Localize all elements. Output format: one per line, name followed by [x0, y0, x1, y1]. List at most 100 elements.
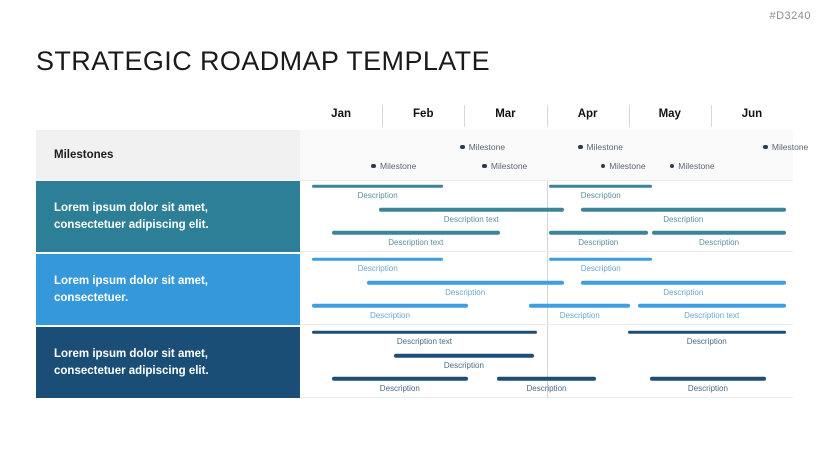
task-caption: Description: [369, 310, 410, 320]
task-bar[interactable]: Description: [548, 184, 653, 202]
task-bar-fill: [366, 280, 564, 285]
band-label-1[interactable]: Lorem ipsum dolor sit amet, consectetuer…: [36, 181, 300, 252]
task-bar[interactable]: Description: [548, 257, 653, 275]
task-bar-fill: [650, 376, 766, 381]
task-caption: Description: [379, 383, 420, 393]
task-caption: Description: [663, 214, 704, 224]
task-bar-fill: [548, 184, 653, 189]
milestone-marker[interactable]: Milestone: [482, 161, 527, 171]
milestone-label: Milestone: [678, 161, 715, 171]
task-caption: Description: [578, 237, 619, 247]
task-bar[interactable]: Description: [627, 330, 786, 348]
milestone-marker[interactable]: Milestone: [669, 161, 715, 171]
task-bar-fill: [627, 330, 786, 335]
task-bar[interactable]: Description: [312, 184, 443, 202]
milestone-label: Milestone: [379, 161, 417, 171]
task-bar[interactable]: Description: [581, 207, 786, 225]
task-bar[interactable]: Description: [529, 303, 631, 321]
month-header-jun: Jun: [710, 104, 793, 130]
milestone-marker[interactable]: Milestone: [600, 161, 646, 171]
task-caption: Description: [687, 383, 728, 393]
task-bar-fill: [548, 257, 653, 262]
task-bar[interactable]: Description: [548, 230, 648, 248]
task-bar[interactable]: Description: [312, 257, 443, 275]
task-bar-fill: [548, 230, 648, 235]
month-header-jan: Jan: [331, 108, 351, 120]
document-code: #D3240: [769, 10, 811, 22]
task-caption: Description text: [443, 214, 499, 224]
task-bar-fill: [393, 353, 535, 358]
task-caption: Description: [443, 360, 484, 370]
milestone-dot-icon: [371, 163, 376, 169]
task-bar-fill: [312, 257, 443, 262]
milestone-dot-icon: [482, 163, 487, 169]
milestone-label: Milestone: [490, 161, 528, 171]
task-bar-fill: [312, 184, 443, 189]
milestone-dot-icon: [600, 163, 606, 169]
task-bar-fill: [312, 330, 537, 335]
task-bar[interactable]: Description text: [637, 303, 786, 321]
page-title: STRATEGIC ROADMAP TEMPLATE: [36, 46, 490, 77]
band-label-3[interactable]: Lorem ipsum dolor sit amet, consectetuer…: [36, 327, 300, 398]
milestone-dot-icon: [763, 144, 768, 150]
milestone-dot-icon: [669, 163, 675, 169]
task-bar-fill: [332, 376, 468, 381]
milestones-row-label: Milestones: [36, 130, 300, 181]
task-bar-fill: [652, 230, 786, 235]
milestone-label: Milestone: [468, 142, 506, 152]
task-bar[interactable]: Description: [393, 353, 535, 371]
month-header-mar: Mar: [464, 104, 546, 130]
task-bar[interactable]: Description: [366, 280, 564, 298]
milestone-dot-icon: [460, 144, 465, 150]
task-caption: Description: [357, 264, 398, 274]
task-caption: Description: [445, 287, 486, 297]
task-bar[interactable]: Description: [650, 376, 766, 394]
task-caption: Description: [699, 237, 740, 247]
task-bar[interactable]: Description: [652, 230, 786, 248]
task-bar[interactable]: Description: [497, 376, 596, 394]
task-caption: Description: [559, 310, 600, 320]
task-bar[interactable]: Description text: [332, 230, 500, 248]
task-caption: Description: [357, 191, 398, 201]
task-caption: Description text: [396, 337, 453, 347]
milestone-label: Milestone: [609, 161, 646, 171]
milestone-marker[interactable]: Milestone: [371, 161, 416, 171]
task-bar[interactable]: Description: [312, 303, 468, 321]
milestone-dot-icon: [578, 144, 583, 150]
task-caption: Description: [580, 191, 621, 201]
task-bar-fill: [497, 376, 596, 381]
task-bar-fill: [378, 207, 564, 212]
milestone-marker[interactable]: Milestone: [763, 142, 808, 152]
task-bar[interactable]: Description text: [378, 207, 564, 225]
task-bar-fill: [581, 207, 786, 212]
task-caption: Description text: [684, 310, 740, 320]
task-bar-fill: [581, 280, 786, 285]
task-caption: Description: [526, 383, 567, 393]
month-header-apr: Apr: [546, 104, 629, 130]
task-caption: Description: [686, 337, 727, 347]
band-label-2[interactable]: Lorem ipsum dolor sit amet, consectetuer…: [36, 254, 300, 325]
milestone-marker[interactable]: Milestone: [460, 142, 505, 152]
task-caption: Description: [663, 287, 704, 297]
task-bar[interactable]: Description: [332, 376, 468, 394]
task-caption: Description: [580, 264, 621, 274]
task-bar-fill: [637, 303, 786, 308]
task-caption: Description text: [388, 237, 444, 247]
task-bar[interactable]: Description text: [312, 330, 537, 348]
milestone-label: Milestone: [771, 142, 809, 152]
task-bar-fill: [312, 303, 468, 308]
task-bar-fill: [332, 230, 500, 235]
task-bar[interactable]: Description: [581, 280, 786, 298]
milestone-label: Milestone: [586, 142, 623, 152]
task-bar-fill: [529, 303, 631, 308]
milestone-marker[interactable]: Milestone: [578, 142, 623, 152]
month-header-may: May: [628, 104, 711, 130]
month-header-feb: Feb: [382, 104, 464, 130]
timeline-divider-line: [546, 130, 548, 399]
